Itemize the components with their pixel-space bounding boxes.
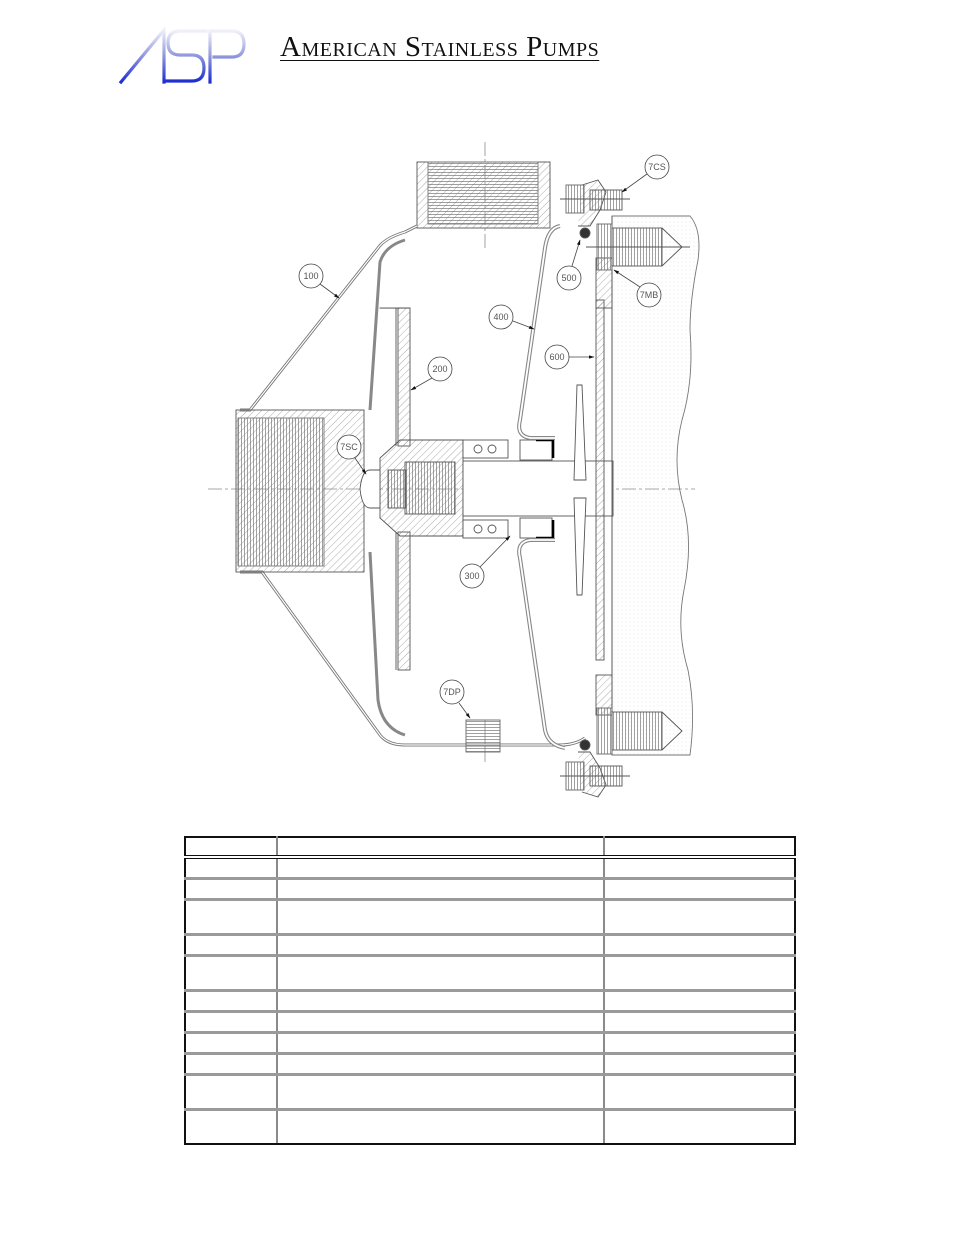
- svg-text:7CS: 7CS: [648, 162, 666, 172]
- callout-7sc: 7SC: [336, 434, 367, 475]
- svg-text:100: 100: [303, 271, 318, 281]
- table-cell: [603, 855, 796, 879]
- table-cell: [276, 1073, 605, 1110]
- table-cell: [184, 1052, 278, 1075]
- table-cell: [184, 933, 278, 956]
- svg-text:7DP: 7DP: [443, 687, 461, 697]
- callout-200: 200: [410, 356, 453, 391]
- svg-text:300: 300: [464, 571, 479, 581]
- company-name: American Stainless Pumps: [280, 31, 600, 63]
- table-cell: [276, 877, 605, 900]
- table-cell: [184, 1073, 278, 1110]
- callout-600: 600: [544, 344, 595, 370]
- table-row: [184, 1073, 796, 1110]
- table-cell: [184, 877, 278, 900]
- table-row: [184, 933, 796, 956]
- table-cell: [603, 1031, 796, 1054]
- callout-400: 400: [488, 304, 535, 330]
- table-cell: [276, 954, 605, 991]
- table-cell: [184, 989, 278, 1012]
- table-row: [184, 1108, 796, 1145]
- pump-cross-section-drawing: 100 200 300 400 500: [200, 135, 730, 805]
- callout-300: 300: [459, 535, 511, 589]
- table-cell: [184, 1031, 278, 1054]
- table-row: [184, 855, 796, 879]
- svg-text:600: 600: [549, 352, 564, 362]
- callout-7dp: 7DP: [439, 679, 471, 719]
- table-cell: [184, 855, 278, 879]
- callout-7cs: 7CS: [621, 154, 670, 193]
- table-cell: [603, 1010, 796, 1033]
- table-cell: [603, 1108, 796, 1145]
- asp-logo-icon: [118, 25, 248, 85]
- page-header: American Stainless Pumps: [0, 0, 954, 100]
- header-cell: [603, 836, 796, 859]
- table-cell: [184, 1010, 278, 1033]
- table-cell: [276, 933, 605, 956]
- table-cell: [276, 1052, 605, 1075]
- table-cell: [276, 855, 605, 879]
- callout-100: 100: [298, 263, 340, 299]
- table-header-row: [184, 836, 796, 859]
- table-cell: [603, 1073, 796, 1110]
- table-cell: [603, 877, 796, 900]
- table-cell: [603, 954, 796, 991]
- header-cell: [184, 836, 278, 859]
- svg-text:400: 400: [493, 312, 508, 322]
- table-row: [184, 1052, 796, 1075]
- table-cell: [276, 989, 605, 1012]
- svg-text:7MB: 7MB: [640, 290, 659, 300]
- parts-list-table: [184, 836, 796, 1145]
- table-cell: [276, 1108, 605, 1145]
- table-row: [184, 877, 796, 900]
- table-cell: [276, 1031, 605, 1054]
- header-cell: [276, 836, 605, 859]
- table-row: [184, 1010, 796, 1033]
- table-row: [184, 954, 796, 991]
- table-row: [184, 1031, 796, 1054]
- table-cell: [184, 954, 278, 991]
- table-cell: [276, 1010, 605, 1033]
- table-cell: [276, 898, 605, 935]
- svg-text:7SC: 7SC: [340, 442, 358, 452]
- table-cell: [184, 898, 278, 935]
- table-row: [184, 989, 796, 1012]
- table-cell: [184, 1108, 278, 1145]
- table-cell: [603, 933, 796, 956]
- svg-text:500: 500: [561, 273, 576, 283]
- svg-text:200: 200: [432, 364, 447, 374]
- table-cell: [603, 1052, 796, 1075]
- callout-500: 500: [556, 239, 582, 291]
- table-cell: [603, 898, 796, 935]
- table-cell: [603, 989, 796, 1012]
- table-row: [184, 898, 796, 935]
- callout-7mb: 7MB: [613, 269, 662, 308]
